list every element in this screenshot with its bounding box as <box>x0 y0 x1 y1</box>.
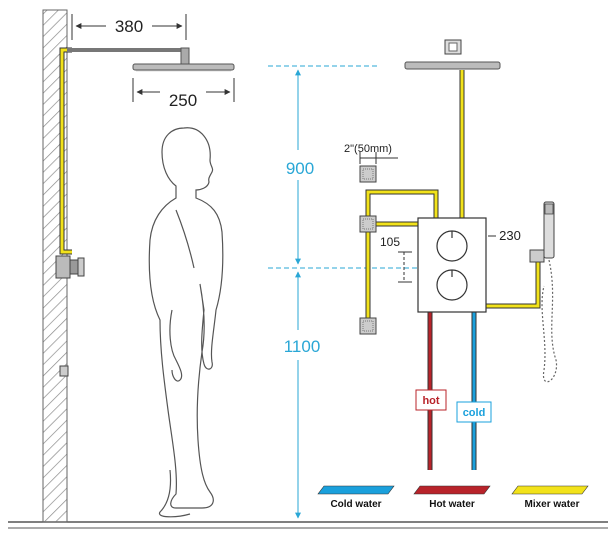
hot-tag: hot <box>415 389 447 411</box>
legend-cold-label: Cold water <box>330 499 381 510</box>
valve-width-label: 230 <box>499 228 521 243</box>
thermostatic-valve-plate <box>417 217 487 313</box>
handheld-shower <box>529 201 558 383</box>
dimension-arm-length: 380 <box>71 14 187 40</box>
height-dimension: 900 1100 <box>268 65 430 519</box>
jet-spacing-label: 2"(50mm) <box>344 143 392 155</box>
body-jet-bottom <box>359 317 377 335</box>
cold-tag-label: cold <box>463 407 486 419</box>
hot-tag-label: hot <box>422 395 439 407</box>
upper-height-label: 900 <box>286 159 314 178</box>
shower-arm-side <box>67 47 190 65</box>
dimension-jet-spacing: 2"(50mm) <box>344 143 398 164</box>
head-width-label: 250 <box>169 91 197 110</box>
body-jet-top <box>359 165 377 183</box>
legend: Cold water Hot water Mixer water <box>317 485 589 510</box>
human-figure <box>148 127 224 518</box>
legend-mixer: Mixer water <box>511 485 589 510</box>
cold-tag: cold <box>456 401 492 423</box>
legend-hot-label: Hot water <box>429 499 475 510</box>
dimension-valve-gap: 105 <box>380 235 412 283</box>
wall-outlet-small <box>59 365 69 377</box>
shower-head-front <box>404 39 501 70</box>
lower-height-label: 1100 <box>284 337 321 356</box>
shower-head-side <box>132 63 235 72</box>
legend-cold: Cold water <box>317 485 395 510</box>
legend-mixer-label: Mixer water <box>524 499 579 510</box>
legend-hot: Hot water <box>413 485 491 510</box>
body-jet-middle <box>359 215 377 233</box>
dimension-head-width: 250 <box>132 78 235 110</box>
front-mixer-pipes <box>365 70 541 324</box>
arm-length-label: 380 <box>115 17 143 36</box>
valve-side-view <box>55 255 85 279</box>
valve-gap-label: 105 <box>380 235 400 249</box>
floor-line <box>8 521 608 529</box>
dimension-valve-width: 230 <box>488 228 521 243</box>
